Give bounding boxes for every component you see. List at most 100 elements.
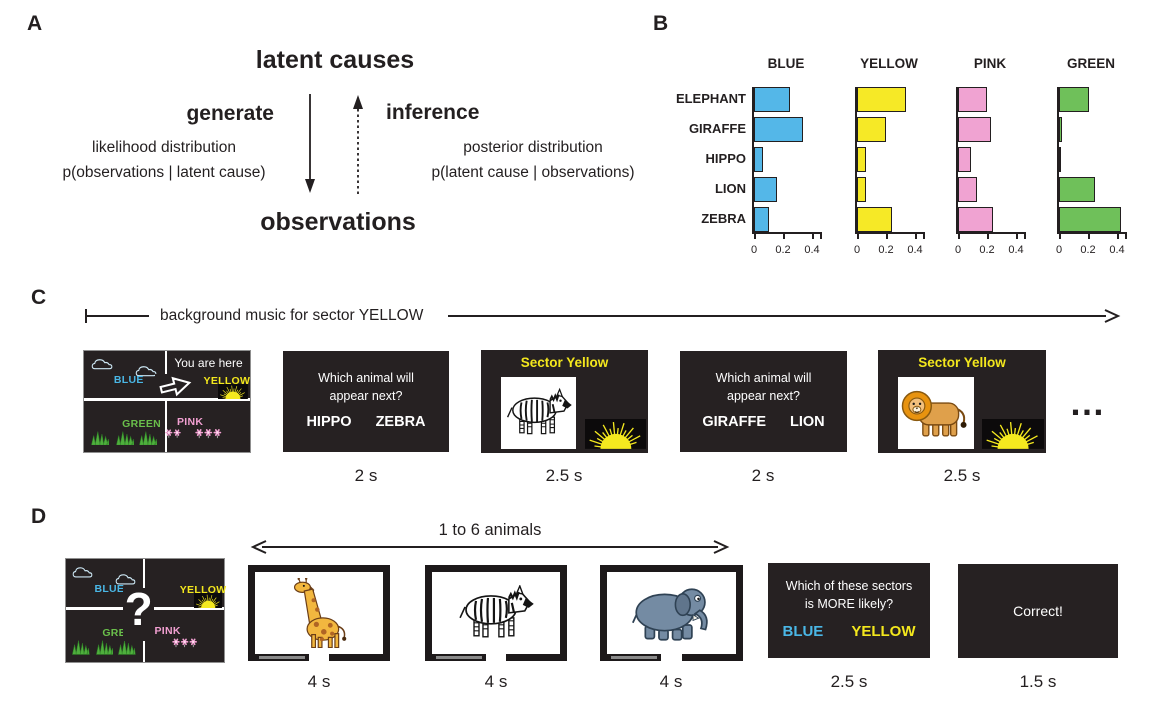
bar-giraffe-yellow [857, 117, 886, 142]
sector-title: Sector Yellow [918, 355, 1006, 370]
x-axis-tick [923, 234, 925, 239]
animal-frame-zebra [425, 565, 567, 661]
frame-gap [485, 654, 507, 661]
animal-image-box [898, 376, 974, 449]
latent-causes-node: latent causes [255, 46, 415, 74]
grass-icon [96, 640, 114, 656]
inference-title: inference [386, 101, 480, 124]
bar-hippo-yellow [857, 147, 866, 172]
panel-a-label: A [27, 12, 43, 35]
bar-zebra-yellow [857, 207, 892, 232]
chart-title-green: GREEN [1066, 56, 1115, 71]
bar-elephant-yellow [857, 87, 907, 112]
x-tick-label: 0 [853, 244, 861, 256]
sector-title: Sector Yellow [520, 355, 609, 370]
bar-hippo-pink [958, 147, 972, 172]
bar-zebra-pink [958, 207, 993, 232]
timeline-segment [448, 315, 1106, 317]
posterior-line2: p(latent cause | observations) [431, 164, 635, 181]
x-axis-tick [1088, 234, 1090, 239]
question-line2: appear next? [329, 389, 403, 403]
x-axis-tick [886, 234, 888, 239]
category-label-lion: LION [714, 181, 746, 196]
category-label-giraffe: GIRAFFE [688, 121, 746, 136]
x-axis-tick [987, 234, 989, 239]
duration-label: 2 s [354, 466, 378, 485]
sector-label-blue: BLUE [113, 374, 144, 387]
duration-label: 4 s [659, 672, 683, 691]
clouds-icon [135, 364, 160, 379]
timeline-arrowhead-icon [1104, 309, 1121, 323]
x-tick-label: 0.2 [1080, 244, 1096, 256]
frame-texture [610, 656, 658, 659]
clouds-icon [115, 572, 139, 587]
flowers-icon [165, 423, 182, 444]
bar-lion-green [1059, 177, 1096, 202]
duration-label: 4 s [484, 672, 508, 691]
bar-zebra-green [1059, 207, 1122, 232]
x-tick-label: 0.4 [1008, 244, 1024, 256]
answer-option-zebra: ZEBRA [375, 414, 426, 431]
panel-d-label: D [31, 505, 47, 528]
answer-option-hippo: HIPPO [306, 414, 352, 431]
bar-hippo-green [1059, 147, 1061, 172]
x-axis-tick [812, 234, 814, 239]
sector-label-yellow: YELLOW [203, 375, 251, 388]
answer-option-giraffe: GIRAFFE [702, 414, 766, 431]
frame-texture [258, 656, 305, 659]
map-divider-horizontal [84, 398, 250, 401]
duration-label: 1.5 s [1019, 672, 1057, 691]
frame-texture [435, 656, 482, 659]
answer-option-yellow: YELLOW [851, 623, 916, 641]
ellipsis: … [1069, 382, 1107, 423]
question-line2: is MORE likely? [804, 597, 894, 611]
sun-icon [584, 419, 647, 449]
animal-frame-giraffe [248, 565, 390, 661]
x-axis-tick [820, 234, 822, 239]
sun-icon [218, 384, 249, 400]
x-axis-tick [754, 234, 756, 239]
frame-gap [661, 654, 682, 661]
animal-frame-elephant [600, 565, 743, 661]
likelihood-line1: likelihood distribution [92, 139, 236, 156]
x-tick-label: 0.2 [775, 244, 791, 256]
animals-arrowhead-right-icon [713, 540, 730, 554]
bar-elephant-blue [754, 87, 791, 112]
sector-screen-zebra: Sector Yellow [481, 350, 648, 453]
sector-label-green: GREEN [122, 417, 162, 430]
x-axis-tick [915, 234, 917, 239]
bar-giraffe-blue [754, 117, 804, 142]
bar-elephant-green [1059, 87, 1090, 112]
duration-label: 2 s [751, 466, 775, 485]
duration-label: 2.5 s [830, 672, 868, 691]
observations-node: observations [260, 208, 416, 236]
grass-icon [115, 431, 135, 446]
chart-title-blue: BLUE [767, 56, 805, 71]
question-line2: appear next? [727, 389, 800, 403]
timeline-start-tick [85, 309, 87, 323]
bar-hippo-blue [754, 147, 763, 172]
bar-giraffe-pink [958, 117, 992, 142]
x-tick-label: 0 [750, 244, 758, 256]
sector-question-screen: Which of these sectors is MORE likely? B… [768, 563, 930, 658]
question-line1: Which animal will [715, 370, 812, 385]
grass-icon [72, 640, 90, 656]
x-axis-tick [783, 234, 785, 239]
category-label-hippo: HIPPO [705, 151, 746, 166]
sector-label-pink: PINK [176, 415, 204, 428]
panel-c-label: C [31, 286, 47, 309]
question-mark: ? [124, 582, 153, 635]
giraffe-icon [291, 577, 347, 649]
grass-icon [90, 431, 110, 446]
animals-arrowhead-left-icon [250, 540, 267, 554]
category-label-zebra: ZEBRA [701, 211, 746, 226]
feedback-screen: Correct! [958, 564, 1118, 658]
bar-lion-pink [958, 177, 977, 202]
posterior-line1: posterior distribution [463, 139, 603, 156]
animal-image-box [501, 376, 577, 449]
